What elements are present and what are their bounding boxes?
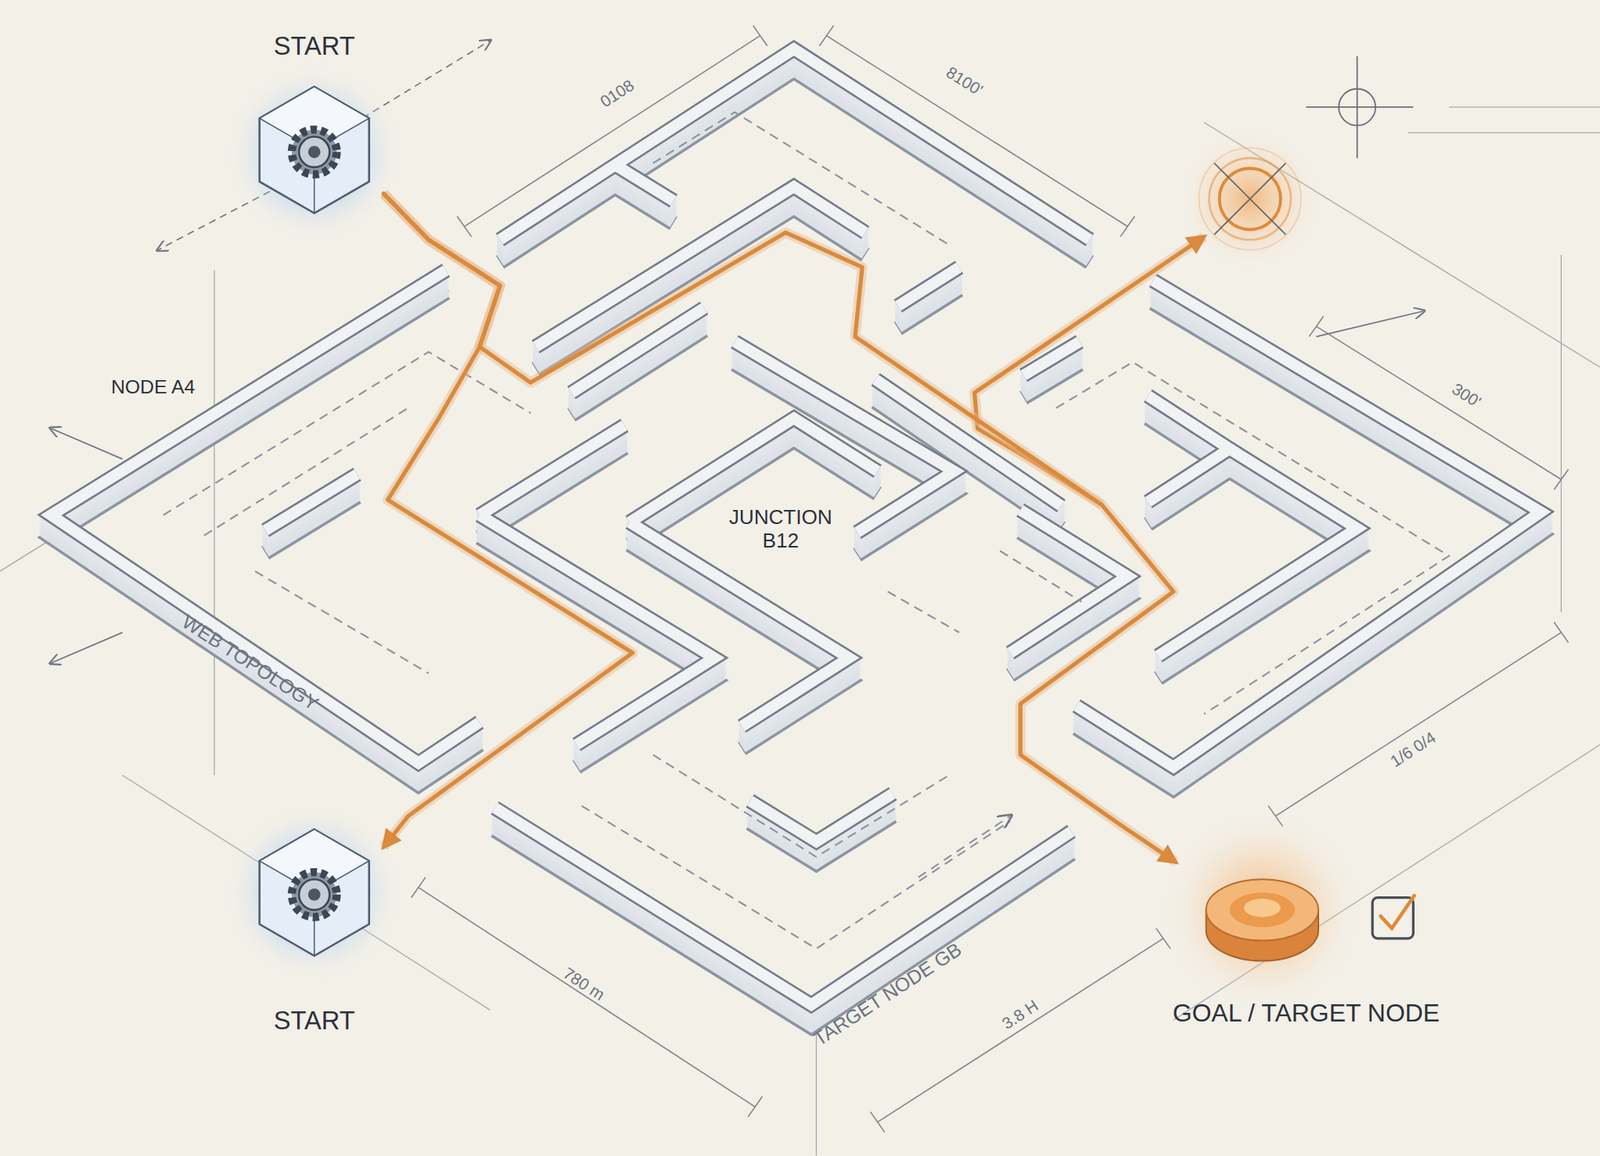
- crosshair: [1305, 56, 1414, 159]
- corridor-trace: [999, 550, 1082, 602]
- target-cross: [1214, 163, 1286, 235]
- corridor-trace: [581, 805, 1011, 950]
- node-title: GOAL / TARGET NODE: [1157, 999, 1454, 1029]
- start-cube: [244, 83, 384, 217]
- dimension-tick: [411, 877, 763, 1118]
- corridor-trace: [255, 571, 429, 673]
- guide-line: [213, 270, 215, 777]
- gear-hub: [308, 146, 321, 159]
- target-ring: [1208, 158, 1291, 240]
- disc-top: [1206, 879, 1319, 941]
- guide-line: [1560, 255, 1562, 612]
- gear-hub: [308, 888, 321, 902]
- corridor-trace: [163, 352, 532, 516]
- goal-node: GOAL / TARGET NODE: [1157, 862, 1454, 1038]
- junction-node: JUNCTION B12: [719, 506, 842, 558]
- route-glow: [383, 194, 1176, 863]
- gear-icon: [291, 872, 337, 917]
- dimension-value: 3.8 H: [999, 996, 1043, 1034]
- direction-arrow: [50, 428, 123, 460]
- cube-outline: [259, 86, 370, 214]
- dimension-tick: [456, 25, 767, 238]
- cube-outline: [259, 829, 370, 957]
- guide-line: [816, 1030, 817, 1156]
- wall-label: WEB TOPOLOGY: [177, 611, 323, 716]
- corridor-trace: [204, 408, 409, 536]
- dimension-value: 780 m: [559, 964, 608, 1005]
- start-node: START: [244, 826, 384, 1043]
- target-ring: [1198, 147, 1301, 250]
- corridor-trace: [653, 111, 950, 245]
- target-glow: [1178, 127, 1322, 271]
- gear-icon: [298, 879, 330, 910]
- disc-highlight: [1244, 898, 1281, 917]
- dimension-value: 8100': [942, 63, 986, 101]
- junction-label: JUNCTION B12: [719, 506, 842, 554]
- start-glow: [223, 802, 404, 983]
- wall-top-outline: [50, 49, 1541, 1006]
- check-mark: [1380, 895, 1415, 929]
- direction-arrow: [1315, 311, 1424, 338]
- dimension-value: 1/6 0/4: [1387, 728, 1439, 771]
- goal-disc: [1196, 867, 1330, 970]
- path-glow: [974, 237, 1205, 506]
- start-node: START: [244, 26, 384, 219]
- route-path: [383, 194, 1176, 863]
- corridor-trace: [1056, 362, 1449, 715]
- guide-line: [122, 775, 491, 1011]
- disc-center: [1229, 892, 1295, 928]
- start-glow: [224, 63, 405, 244]
- route-glow: [383, 194, 633, 848]
- region-label: NODE A4: [111, 376, 195, 400]
- corridor-trace: [653, 755, 950, 857]
- gear-icon: [291, 129, 337, 175]
- route-path: [383, 194, 633, 848]
- gear-icon: [298, 136, 330, 168]
- dimension-value: 300': [1448, 380, 1484, 412]
- corridor-trace: [888, 591, 960, 633]
- dimension-tick: [819, 25, 1135, 238]
- start-cube: [244, 826, 384, 960]
- direction-arrow: [50, 632, 123, 664]
- corridor-trace: [918, 816, 1011, 878]
- route-branch: [974, 237, 1205, 506]
- guide-line: [1408, 132, 1600, 134]
- dimension-value: 0108: [596, 76, 638, 112]
- dimension-line: [418, 888, 756, 1108]
- wall-top: [50, 49, 1541, 1006]
- node-title: START: [244, 1006, 384, 1036]
- guide-line: [1448, 106, 1600, 108]
- dimension-tick: [1268, 622, 1568, 827]
- node-title: START: [244, 31, 384, 61]
- goal-glow: [1160, 808, 1365, 1014]
